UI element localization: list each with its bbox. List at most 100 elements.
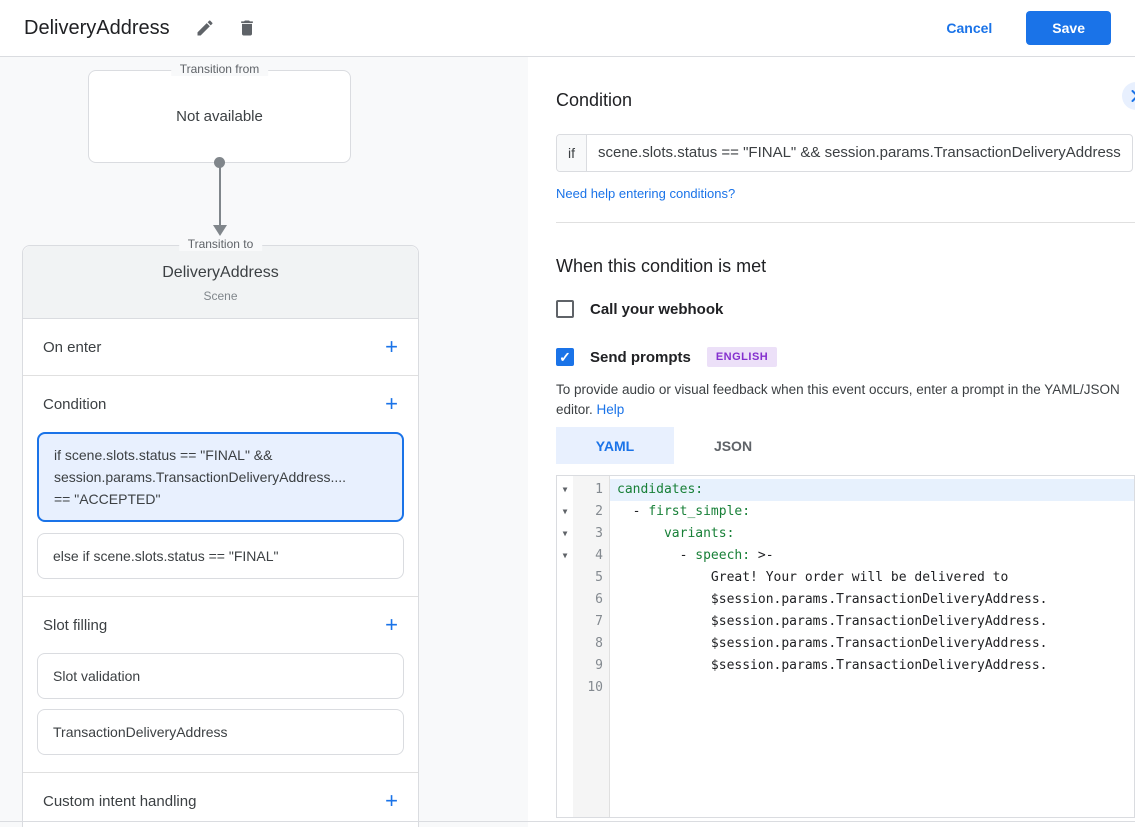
transition-from-label: Transition from <box>170 62 269 76</box>
slot-validation-card[interactable]: Slot validation <box>37 653 404 699</box>
code-content[interactable]: - first_simple: <box>617 504 751 519</box>
page-title: DeliveryAddress <box>24 16 170 39</box>
line-number: 1 <box>595 482 603 497</box>
code-line: ▼ 3 variants: <box>557 523 1134 545</box>
slot-transaction-card[interactable]: TransactionDeliveryAddress <box>37 709 404 755</box>
collapse-panel-button[interactable] <box>1121 82 1135 110</box>
code-line: 5 Great! Your order will be delivered to <box>557 567 1134 589</box>
language-badge: ENGLISH <box>706 347 778 367</box>
editor-tabs: YAML JSON <box>556 427 1135 464</box>
scene-type-label: Scene <box>203 289 238 303</box>
main-split: Transition from Not available Transition… <box>0 57 1135 827</box>
fold-arrow-icon[interactable]: ▼ <box>562 529 568 538</box>
bottom-divider <box>0 821 1135 822</box>
transition-from-box: Transition from Not available <box>88 62 351 163</box>
when-met-heading: When this condition is met <box>556 256 767 276</box>
code-content[interactable]: $session.params.TransactionDeliveryAddre… <box>617 614 1048 629</box>
section-slot-filling: Slot filling + Slot validation Transacti… <box>23 597 418 773</box>
fold-spacer <box>557 567 573 589</box>
panel-divider <box>556 222 1135 223</box>
line-number: 4 <box>595 548 603 563</box>
fold-spacer <box>557 655 573 677</box>
add-custom-intent-button[interactable]: + <box>385 788 398 813</box>
check-icon: ✓ <box>559 348 571 365</box>
code-content[interactable]: candidates: <box>610 479 1134 501</box>
code-line: 8 $session.params.TransactionDeliveryAdd… <box>557 633 1134 655</box>
code-content[interactable]: variants: <box>663 526 735 541</box>
flow-panel: Transition from Not available Transition… <box>0 57 528 827</box>
code-content[interactable] <box>610 677 1134 699</box>
code-content[interactable]: - speech: >- <box>617 548 774 563</box>
connector-dot <box>214 157 225 168</box>
delete-scene-button[interactable] <box>234 15 260 41</box>
transition-from-value: Not available <box>176 108 263 125</box>
scene-name: DeliveryAddress <box>162 264 279 281</box>
line-number: 10 <box>587 680 603 695</box>
arrow-down-icon <box>213 225 227 236</box>
add-condition-button[interactable]: + <box>385 391 398 416</box>
trash-icon <box>240 20 253 36</box>
fold-spacer <box>557 589 573 611</box>
line-number: 6 <box>595 592 603 607</box>
fold-spacer <box>557 677 573 699</box>
condition-card-else[interactable]: else if scene.slots.status == "FINAL" <box>37 533 404 579</box>
fold-arrow-icon[interactable]: ▼ <box>562 485 568 494</box>
help-link[interactable]: Help <box>596 402 625 417</box>
line-number: 3 <box>595 526 603 541</box>
code-content[interactable]: $session.params.TransactionDeliveryAddre… <box>617 592 1048 607</box>
cancel-button[interactable]: Cancel <box>946 20 993 36</box>
condition-card-selected[interactable]: if scene.slots.status == "FINAL" && sess… <box>37 432 404 522</box>
line-number: 5 <box>595 570 603 585</box>
code-line: ▼ 1 candidates: <box>557 479 1134 501</box>
condition-detail-panel: Condition if scene.slots.status == "FINA… <box>528 57 1135 827</box>
edit-title-button[interactable] <box>192 15 218 41</box>
yaml-editor[interactable]: ▼ 1 candidates: ▼ 2 - first_simple: ▼ 3 varian… <box>556 475 1135 818</box>
fold-spacer <box>557 611 573 633</box>
condition-help-link[interactable]: Need help entering conditions? <box>556 186 736 201</box>
top-bar: DeliveryAddress Cancel Save <box>0 0 1135 57</box>
webhook-checkbox[interactable] <box>556 300 574 318</box>
section-on-enter: On enter + <box>23 319 418 376</box>
webhook-label: Call your webhook <box>590 300 724 318</box>
send-prompts-label: Send prompts <box>590 348 691 366</box>
fold-spacer <box>557 633 573 655</box>
save-button[interactable]: Save <box>1026 11 1111 45</box>
on-enter-label: On enter <box>43 338 102 356</box>
code-content[interactable]: $session.params.TransactionDeliveryAddre… <box>617 658 1048 673</box>
prompt-description: To provide audio or visual feedback when… <box>556 380 1126 420</box>
scene-card-header: DeliveryAddress Scene <box>23 246 418 319</box>
send-prompts-checkbox[interactable]: ✓ <box>556 348 574 366</box>
add-on-enter-button[interactable]: + <box>385 334 398 359</box>
tab-yaml[interactable]: YAML <box>556 427 674 464</box>
condition-expression-input[interactable]: scene.slots.status == "FINAL" && session… <box>598 144 1121 161</box>
code-line: ▼ 2 - first_simple: <box>557 501 1134 523</box>
line-number: 9 <box>595 658 603 673</box>
code-content[interactable]: Great! Your order will be delivered to <box>617 570 1009 585</box>
add-slot-button[interactable]: + <box>385 612 398 637</box>
chevron-right-icon <box>1131 90 1135 102</box>
fold-arrow-icon[interactable]: ▼ <box>562 507 568 516</box>
code-line: ▼ 4 - speech: >- <box>557 545 1134 567</box>
if-prefix: if <box>557 135 587 171</box>
connector-line <box>219 167 221 225</box>
webhook-row: Call your webhook <box>556 300 1135 318</box>
yaml-editor-lines: ▼ 1 candidates: ▼ 2 - first_simple: ▼ 3 varian… <box>557 476 1134 699</box>
prompt-description-text: To provide audio or visual feedback when… <box>556 382 1120 417</box>
line-number: 8 <box>595 636 603 651</box>
fold-arrow-icon[interactable]: ▼ <box>562 551 568 560</box>
custom-intent-label: Custom intent handling <box>43 792 197 810</box>
condition-label: Condition <box>43 395 107 413</box>
tab-json[interactable]: JSON <box>713 437 753 454</box>
code-line: 10 <box>557 677 1134 699</box>
pencil-icon <box>197 20 213 36</box>
condition-heading: Condition <box>556 90 633 110</box>
code-content[interactable]: $session.params.TransactionDeliveryAddre… <box>617 636 1048 651</box>
code-line: 7 $session.params.TransactionDeliveryAdd… <box>557 611 1134 633</box>
slot-filling-label: Slot filling <box>43 616 108 634</box>
code-line: 9 $session.params.TransactionDeliveryAdd… <box>557 655 1134 677</box>
line-number: 2 <box>595 504 603 519</box>
send-prompts-row: ✓ Send prompts ENGLISH <box>556 347 1135 367</box>
transition-to-label: Transition to <box>178 237 263 251</box>
line-number: 7 <box>595 614 603 629</box>
